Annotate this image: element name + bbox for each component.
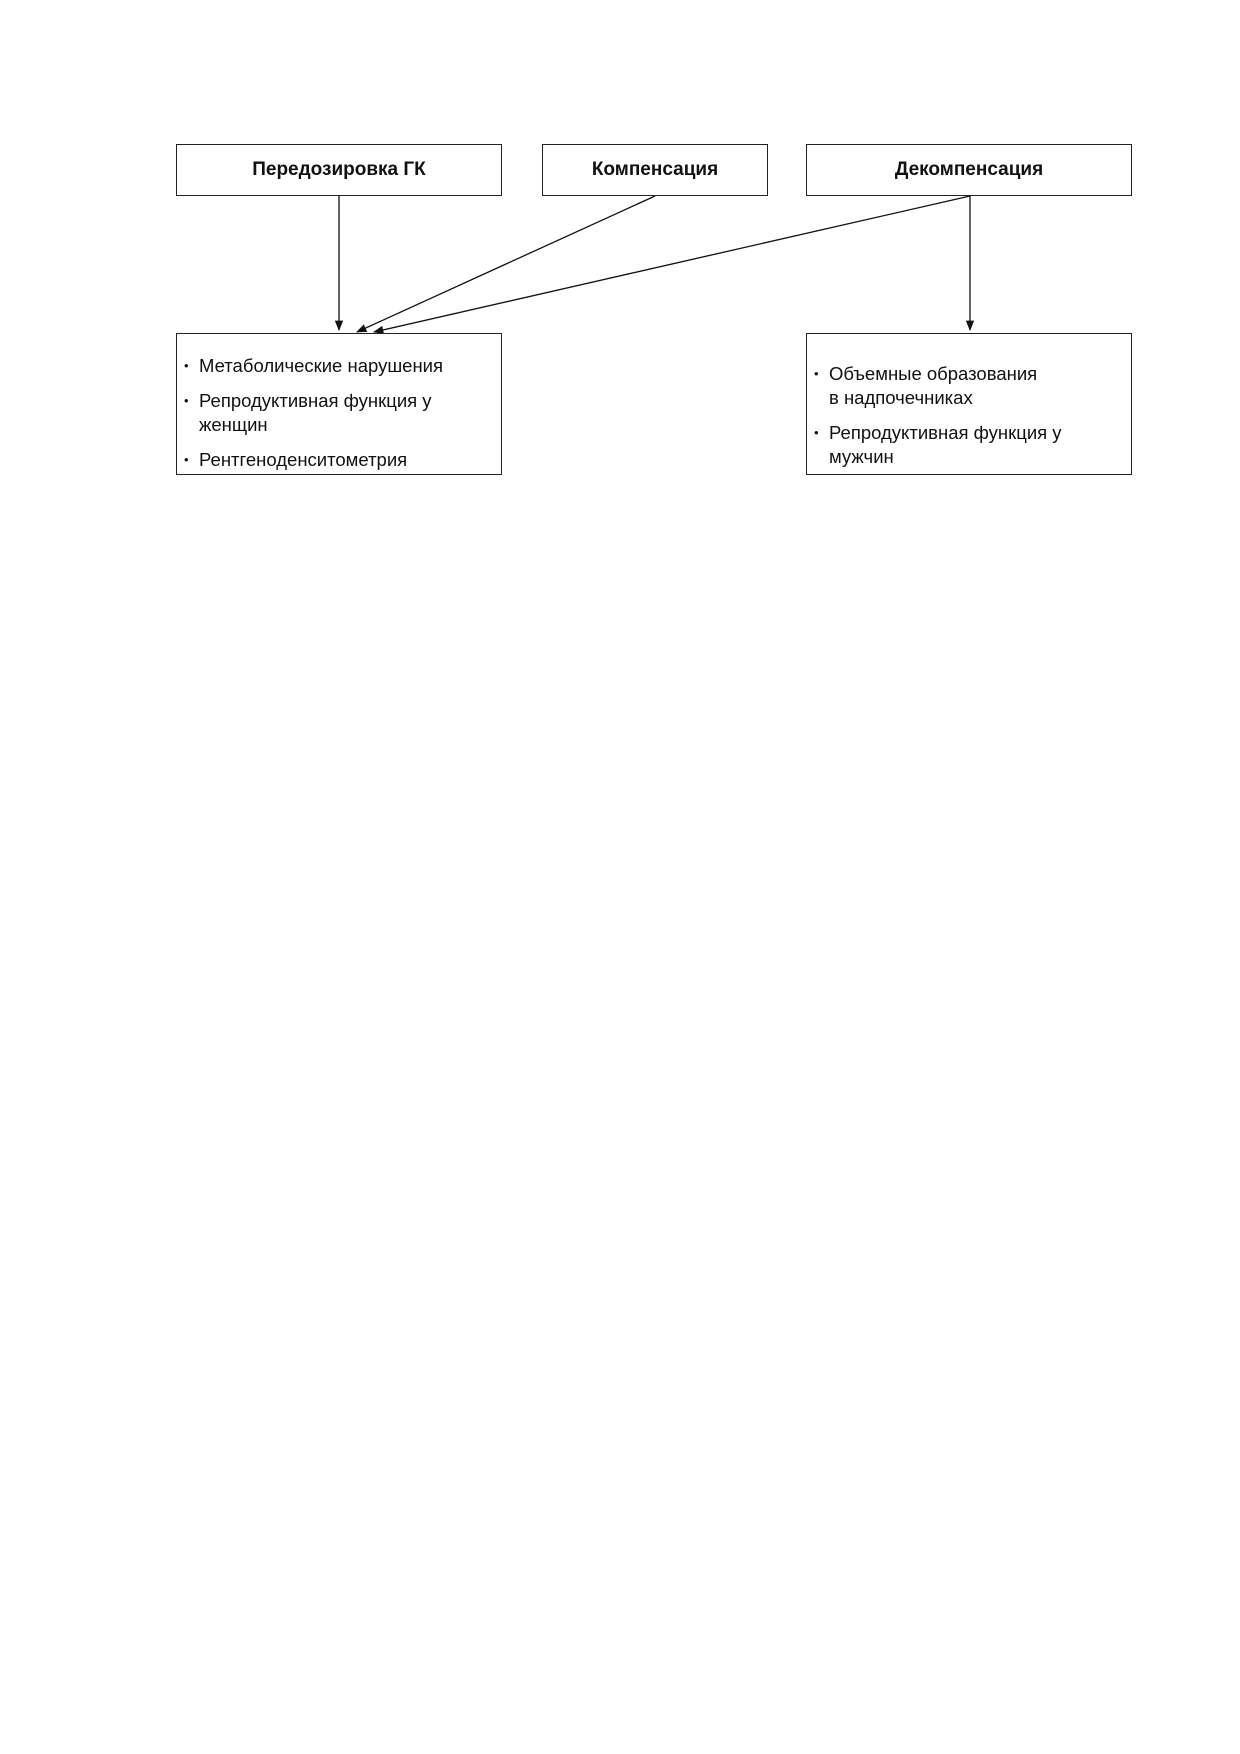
right-result-box: Объемные образования в надпочечниках Реп…	[806, 333, 1132, 475]
list-item: Рентгеноденситометрия	[181, 448, 497, 472]
list-item: Репродуктивная функция у женщин	[181, 389, 497, 437]
node-decompensation: Декомпенсация	[806, 144, 1132, 196]
edge-compensation-to-left-box	[356, 195, 656, 333]
list-item: Метаболические нарушения	[181, 354, 497, 378]
left-result-list: Метаболические нарушения Репродуктивная …	[181, 354, 497, 472]
list-item: Репродуктивная функция у мужчин	[811, 421, 1127, 469]
node-compensation: Компенсация	[542, 144, 768, 196]
node-compensation-label: Компенсация	[591, 159, 719, 180]
edge-decompensation-to-left-box	[372, 195, 971, 334]
list-item: Объемные образования в надпочечниках	[811, 362, 1127, 410]
right-result-list: Объемные образования в надпочечниках Реп…	[811, 362, 1127, 469]
node-decompensation-label: Декомпенсация	[894, 159, 1044, 180]
node-overdose: Передозировка ГК	[176, 144, 502, 196]
node-overdose-label: Передозировка ГК	[252, 159, 426, 180]
left-result-box: Метаболические нарушения Репродуктивная …	[176, 333, 502, 475]
